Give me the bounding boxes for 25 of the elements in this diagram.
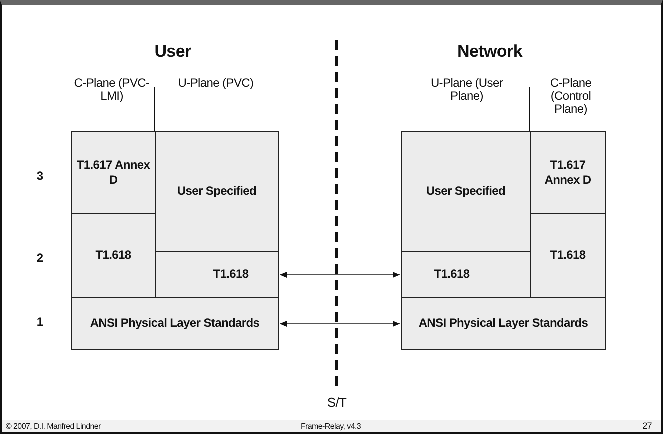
interface-label: S/T [326,396,348,409]
arrow [280,272,400,278]
protocol-box: User Specified [401,131,531,252]
protocol-box: User Specified [155,131,279,252]
layer-number: 2 [36,252,44,265]
heading: Network [456,42,524,62]
heading: User [154,42,192,62]
protocol-box: T1.618 [71,213,156,298]
plane-label: C-Plane (PVC-LMI) [73,77,151,103]
protocol-box: T1.618 [401,251,531,298]
footer-title: Frame-Relay, v4.3 [300,421,362,432]
protocol-box: T1.617 Annex D [530,131,606,214]
layer-number: 1 [36,316,44,329]
page-number: 27 [642,421,652,432]
protocol-box: T1.618 [155,251,279,298]
plane-label: C-Plane (Control Plane) [549,77,593,116]
protocol-box: T1.617 Annex D [71,131,156,214]
arrow [280,321,400,327]
plane-label: U-Plane (PVC) [177,77,255,90]
protocol-box: T1.618 [530,213,606,298]
protocol-box: ANSI Physical Layer Standards [71,297,279,350]
protocol-box: ANSI Physical Layer Standards [401,297,606,350]
layer-number: 3 [36,170,44,183]
copyright-text: © 2007, D.I. Manfred Lindner [6,421,102,432]
plane-label: U-Plane (User Plane) [430,77,504,103]
